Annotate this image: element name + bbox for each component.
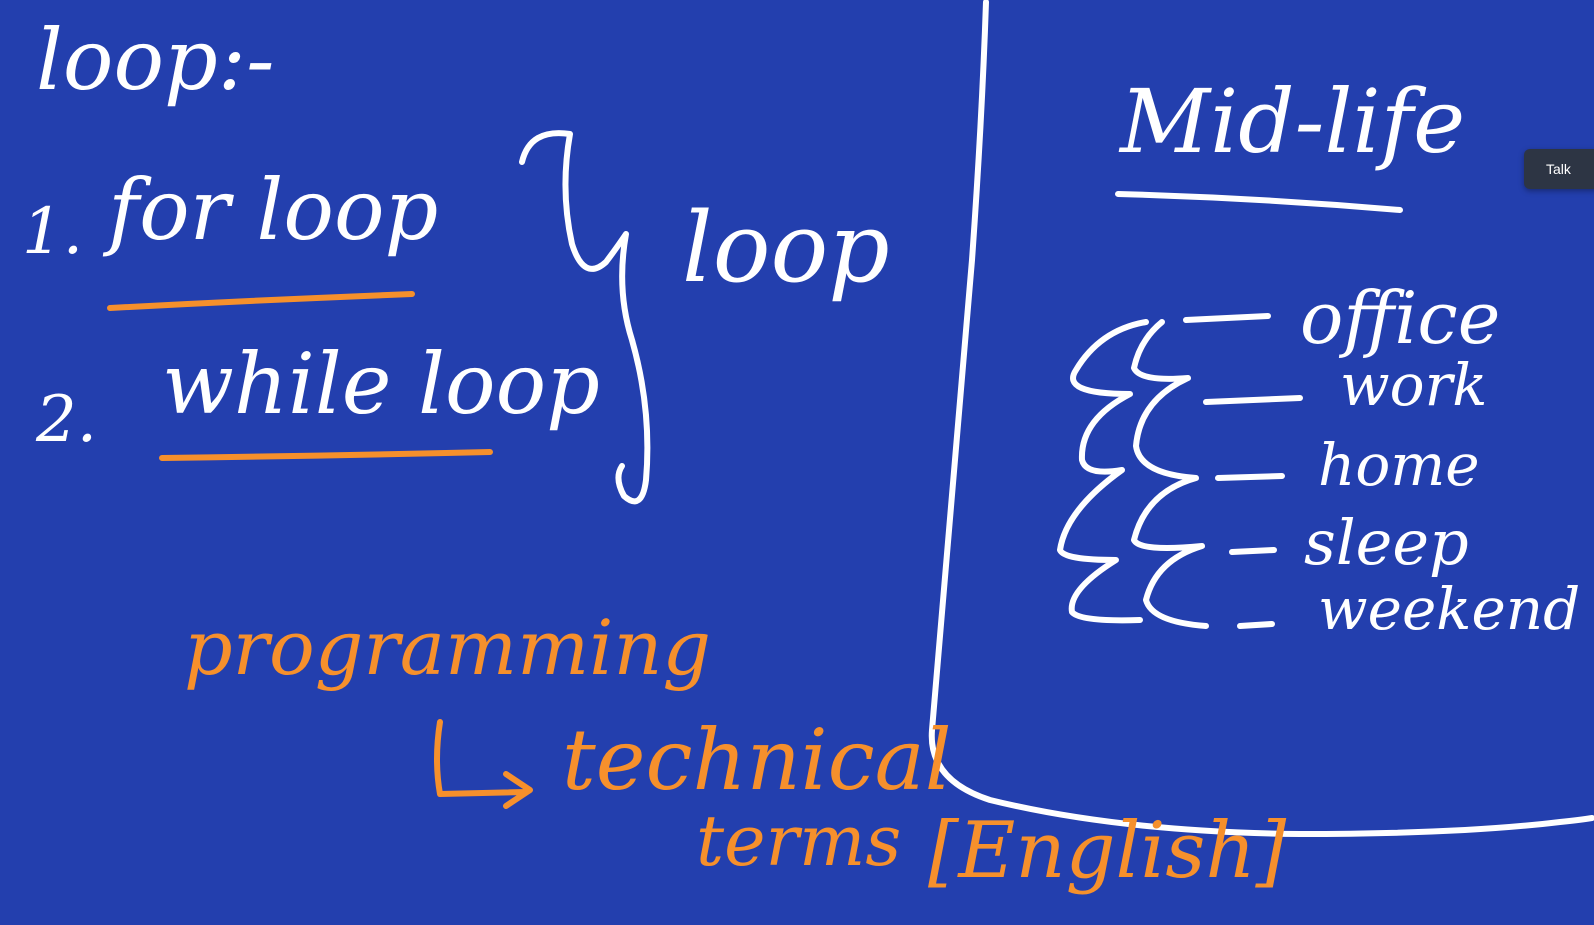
list-item-weekend: weekend	[1318, 575, 1581, 643]
right-panel-border	[928, 0, 1594, 837]
sleep-dash	[1229, 547, 1277, 555]
loop-summary-label: loop	[682, 192, 890, 304]
list-item-work: work	[1340, 351, 1488, 419]
list-item-home: home	[1318, 431, 1480, 499]
item-number-1: 1.	[22, 195, 84, 269]
home-dash	[1215, 473, 1285, 481]
terms-label: terms	[696, 800, 902, 882]
list-brace-inner	[1131, 319, 1209, 629]
item-number-2: 2.	[36, 383, 98, 457]
for-loop-label: for loop	[108, 161, 439, 259]
mid-life-heading: Mid-life	[1120, 70, 1466, 173]
programming-arrow	[434, 719, 533, 809]
tooltip-text: Talk	[1546, 161, 1571, 177]
weekend-dash	[1237, 621, 1275, 629]
work-dash	[1203, 395, 1303, 405]
programming-label: programming	[184, 603, 712, 692]
for-loop-underline	[107, 291, 415, 311]
technical-label: technical	[562, 711, 952, 809]
list-item-office: office	[1300, 276, 1501, 360]
list-item-sleep: sleep	[1304, 506, 1469, 579]
english-label: [English]	[928, 806, 1287, 896]
mid-life-underline	[1115, 191, 1403, 213]
talk-tooltip[interactable]: Talk	[1524, 149, 1594, 189]
while-loop-underline	[159, 449, 493, 461]
office-dash	[1183, 313, 1271, 323]
while-loop-label: while loop	[162, 335, 600, 433]
loop-title: loop:-	[36, 11, 275, 109]
loops-brace	[519, 130, 651, 505]
list-brace-outer	[1057, 319, 1149, 624]
